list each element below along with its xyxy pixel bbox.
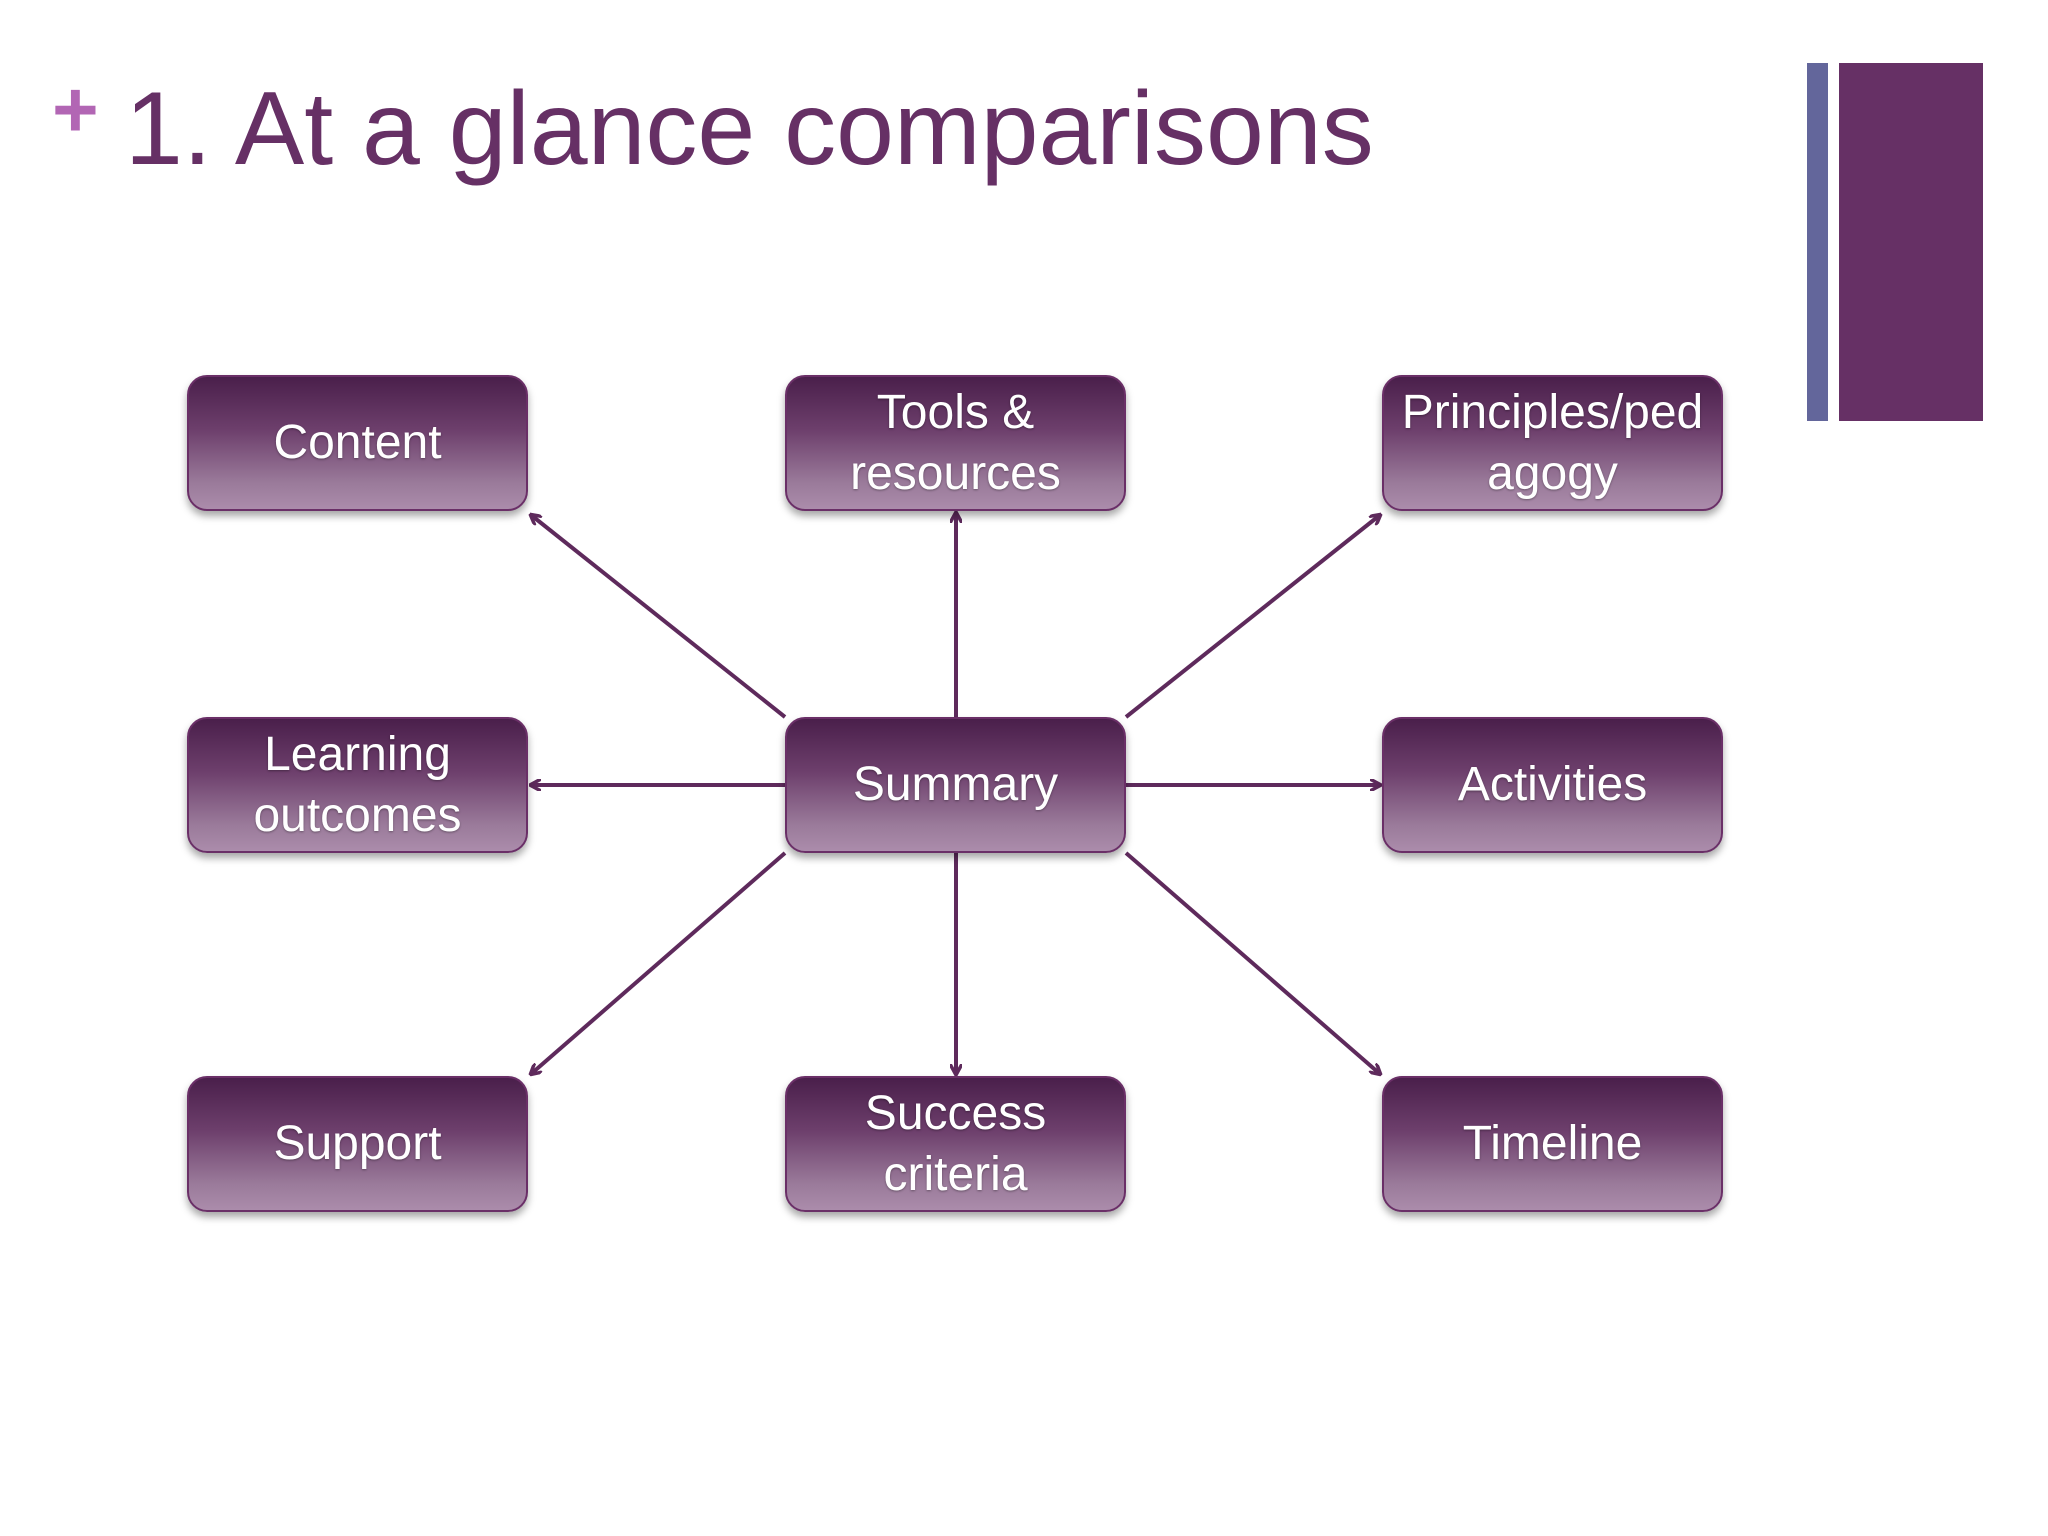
arrow-to-timeline — [1124, 851, 1380, 1074]
node-summary-label: Summary — [852, 758, 1059, 812]
arrow-to-content — [531, 515, 787, 719]
node-support-label: Support — [273, 1117, 442, 1171]
node-activities-label: Activities — [1457, 758, 1648, 812]
slide-title: 1. At a glance comparisons — [125, 71, 1374, 187]
accent-bar-thick — [1839, 63, 1983, 421]
node-summary: Summary — [785, 717, 1126, 853]
node-timeline-label: Timeline — [1462, 1117, 1643, 1171]
arrow-to-support — [531, 851, 787, 1074]
node-principles-pedagogy: Principles/pedagogy — [1382, 375, 1723, 511]
node-content: Content — [187, 375, 528, 511]
node-success-criteria: Success criteria — [785, 1076, 1126, 1212]
node-learning-outcomes-label: Learning outcomes — [253, 727, 462, 842]
node-support: Support — [187, 1076, 528, 1212]
plus-icon: + — [52, 65, 99, 154]
arrow-to-principles-pedagogy — [1124, 515, 1380, 719]
node-activities: Activities — [1382, 717, 1723, 853]
node-learning-outcomes: Learning outcomes — [187, 717, 528, 853]
node-tools-resources-label: Tools & resources — [850, 385, 1061, 500]
node-tools-resources: Tools & resources — [785, 375, 1126, 511]
node-timeline: Timeline — [1382, 1076, 1723, 1212]
node-success-criteria-label: Success criteria — [864, 1086, 1047, 1201]
node-principles-pedagogy-label: Principles/pedagogy — [1401, 385, 1704, 500]
accent-bar-thin — [1807, 63, 1828, 421]
node-content-label: Content — [273, 416, 442, 470]
